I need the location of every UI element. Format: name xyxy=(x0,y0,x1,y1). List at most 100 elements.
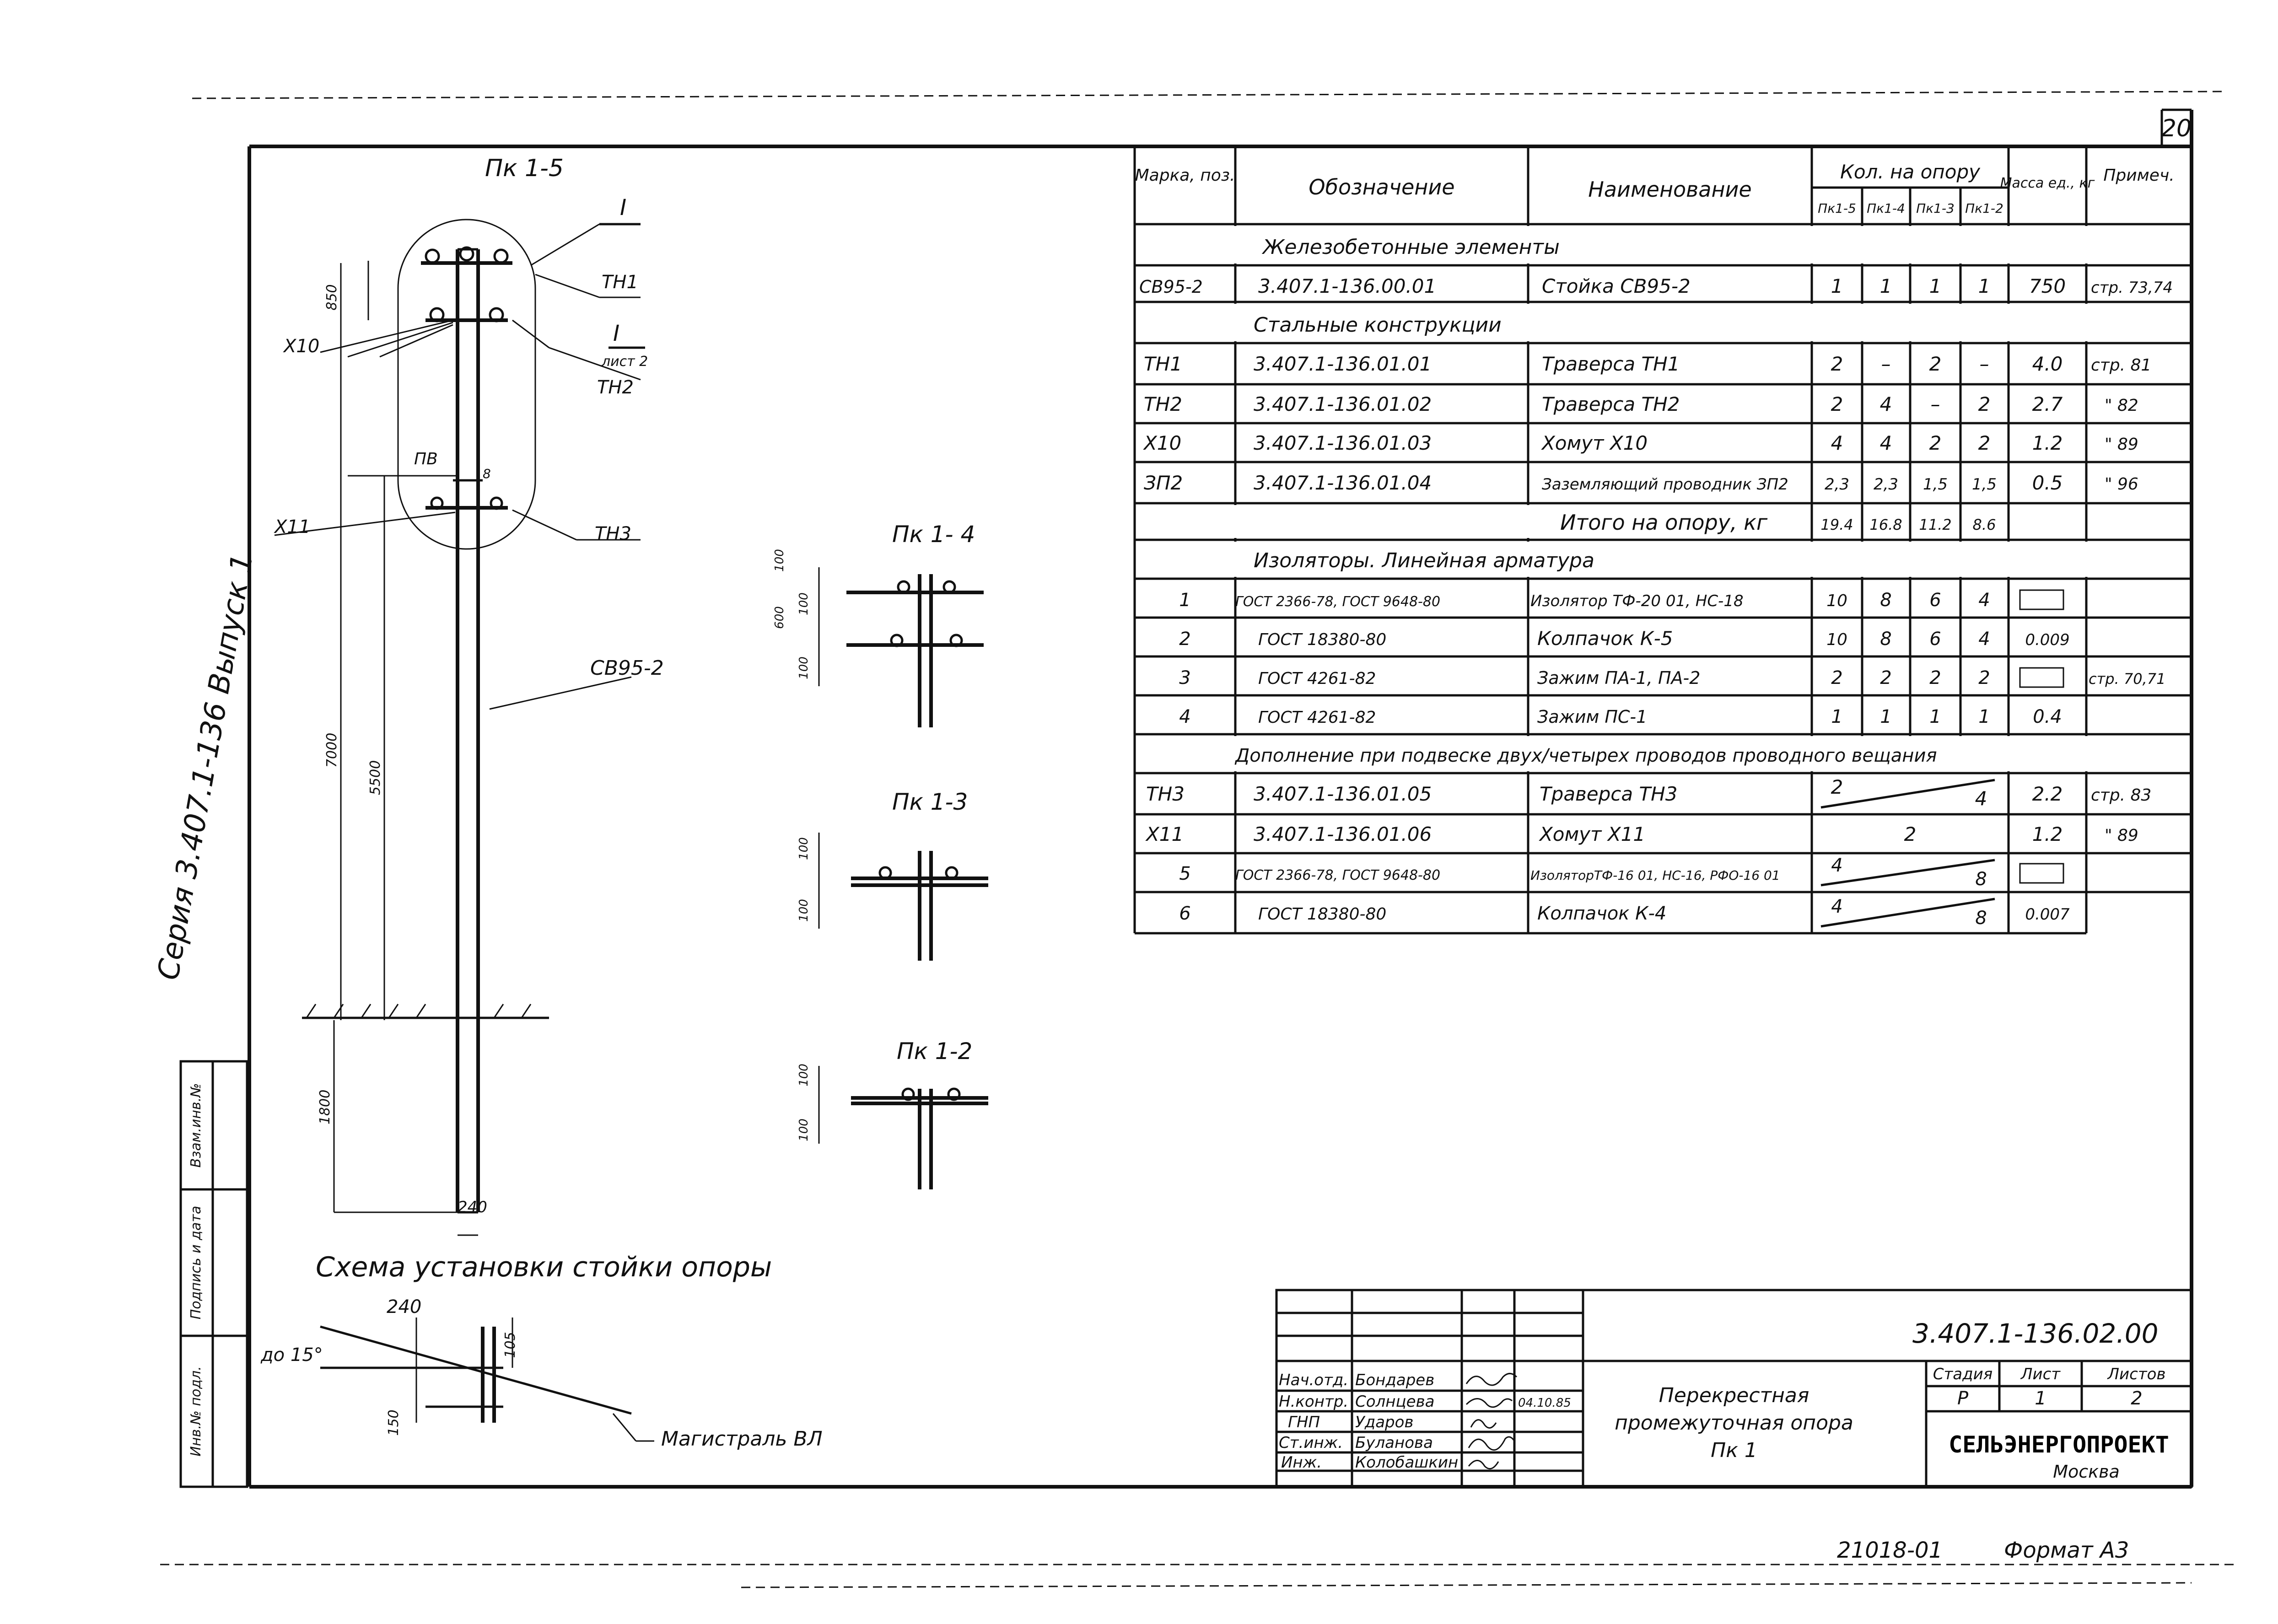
variant-dim: 100 xyxy=(797,899,811,922)
svg-text:Х10: Х10 xyxy=(1143,432,1181,454)
scheme-line-label: Магистраль ВЛ xyxy=(661,1427,823,1451)
svg-text:ТН2: ТН2 xyxy=(1144,393,1182,415)
table-row: Х11 3.407.1-136.01.06 Хомут Х11 2 1.2 " … xyxy=(1145,823,2138,845)
table-row: СВ95-2 3.407.1-136.00.01 Стойка СВ95-2 1… xyxy=(1139,275,2173,297)
svg-text:стр. 70,71: стр. 70,71 xyxy=(2089,670,2166,688)
sheet-label: Лист xyxy=(2020,1365,2061,1383)
section-title: Изоляторы. Линейная арматура xyxy=(1254,549,1594,572)
table-row: 6 ГОСТ 18380-80 Колпачок К-4 4 8 0.007 xyxy=(1179,896,2070,929)
svg-text:3.407.1-136.01.05: 3.407.1-136.01.05 xyxy=(1254,783,1432,805)
th-qty-col: Пк1-5 xyxy=(1818,201,1856,216)
label-pv: ПВ xyxy=(414,450,438,468)
callout-i-top: I xyxy=(620,195,626,220)
svg-text:–: – xyxy=(1881,353,1891,375)
sheets-label: Листов xyxy=(2106,1365,2165,1383)
signature-rows: Нач.отд. Бондарев Н.контр. Солнцева ГНП … xyxy=(1279,1371,1571,1472)
table-row: 4 ГОСТ 4261-82 Зажим ПС-1 1 1 1 1 0.4 xyxy=(1179,706,2062,727)
stage-label: Стадия xyxy=(1933,1365,1993,1383)
stamp-replaced-inv: Взам.инв.№ xyxy=(188,1083,204,1168)
svg-text:2.2: 2.2 xyxy=(2032,783,2063,805)
svg-text:1: 1 xyxy=(1880,706,1891,727)
svg-text:2: 2 xyxy=(1831,776,1843,798)
table-total-row: Итого на опору, кг 19.4 16.8 11.2 8.6 xyxy=(1560,510,1996,535)
svg-text:4: 4 xyxy=(1880,393,1892,415)
table-row: 3 ГОСТ 4261-82 Зажим ПА-1, ПА-2 2 2 2 2 … xyxy=(1179,667,2166,688)
svg-text:ГОСТ 18380-80: ГОСТ 18380-80 xyxy=(1258,630,1386,649)
sheets-value: 2 xyxy=(2131,1388,2142,1409)
svg-text:0.4: 0.4 xyxy=(2033,706,2062,727)
svg-text:6: 6 xyxy=(1929,629,1941,650)
svg-text:2: 2 xyxy=(1179,629,1190,650)
svg-text:4: 4 xyxy=(1831,855,1842,876)
svg-text:10: 10 xyxy=(1826,592,1847,610)
svg-text:Бондарев: Бондарев xyxy=(1355,1371,1434,1389)
svg-text:2: 2 xyxy=(1929,667,1941,688)
svg-text:1: 1 xyxy=(1929,275,1942,297)
scheme-dim-top: 240 xyxy=(387,1296,421,1317)
th-qty-col: Пк1-3 xyxy=(1916,201,1955,216)
series-label: Серия 3.407.1-136 Выпуск 1 xyxy=(151,551,260,983)
variant-dim: 600 xyxy=(773,606,786,629)
crossarm-th3 xyxy=(425,496,508,510)
installation-scheme: Схема установки стойки опоры до 15° 240 … xyxy=(260,1251,823,1451)
svg-text:Ст.инж.: Ст.инж. xyxy=(1279,1434,1343,1452)
svg-text:2: 2 xyxy=(1831,393,1843,415)
svg-text:Буланова: Буланова xyxy=(1355,1434,1433,1452)
svg-text:1: 1 xyxy=(1880,275,1892,297)
svg-text:ГОСТ 2366-78, ГОСТ 9648-80: ГОСТ 2366-78, ГОСТ 9648-80 xyxy=(1235,867,1440,883)
svg-text:2,3: 2,3 xyxy=(1874,475,1898,494)
svg-text:4: 4 xyxy=(1978,590,1990,611)
scheme-title: Схема установки стойки опоры xyxy=(316,1251,772,1283)
svg-text:СВ95-2: СВ95-2 xyxy=(1139,277,1203,297)
dim-240-base: 240 xyxy=(458,1198,487,1216)
svg-text:ТН1: ТН1 xyxy=(1144,353,1182,375)
svg-text:Колпачок К-5: Колпачок К-5 xyxy=(1537,627,1673,650)
table-row: 1 ГОСТ 2366-78, ГОСТ 9648-80 Изолятор ТФ… xyxy=(1179,589,2064,611)
label-cv95: СВ95-2 xyxy=(590,656,664,680)
svg-text:6: 6 xyxy=(1179,903,1190,924)
svg-text:ГОСТ 4261-82: ГОСТ 4261-82 xyxy=(1258,669,1376,688)
svg-text:04.10.85: 04.10.85 xyxy=(1518,1396,1571,1410)
svg-text:2,3: 2,3 xyxy=(1825,475,1849,494)
svg-text:2: 2 xyxy=(1904,823,1917,845)
doc-title-line: Перекрестная xyxy=(1659,1384,1809,1407)
svg-text:" 89: " 89 xyxy=(2105,435,2138,454)
variant-dim: 100 xyxy=(773,549,786,572)
page-number: 20 xyxy=(2161,115,2192,142)
svg-text:Колпачок К-4: Колпачок К-4 xyxy=(1537,903,1666,924)
svg-text:Колобашкин: Колобашкин xyxy=(1355,1453,1458,1472)
label-th3: ТН3 xyxy=(595,523,631,544)
svg-text:Зажим ПС-1: Зажим ПС-1 xyxy=(1537,707,1647,727)
svg-text:4: 4 xyxy=(1880,432,1892,454)
dim-5500: 5500 xyxy=(367,760,383,795)
svg-text:4: 4 xyxy=(1831,896,1842,917)
stamp-original-inv: Инв.№ подл. xyxy=(188,1366,204,1456)
th-mass: Масса ед., кг xyxy=(2000,175,2095,191)
svg-text:3.407.1-136.01.03: 3.407.1-136.01.03 xyxy=(1254,432,1432,454)
svg-text:Хомут Х10: Хомут Х10 xyxy=(1541,432,1648,454)
svg-text:1: 1 xyxy=(1179,590,1190,611)
spec-table: Марка, поз. Обозначение Наименование Кол… xyxy=(1133,146,2193,935)
stage-value: Р xyxy=(1957,1388,1969,1409)
svg-text:16.8: 16.8 xyxy=(1869,516,1902,533)
variant-pk1-2: Пк 1-2 100 100 xyxy=(797,1038,988,1189)
svg-text:2: 2 xyxy=(1929,353,1942,375)
svg-text:стр. 81: стр. 81 xyxy=(2091,356,2151,375)
svg-text:Инж.: Инж. xyxy=(1281,1453,1322,1472)
svg-text:Изолятор ТФ-20 01, НС-18: Изолятор ТФ-20 01, НС-18 xyxy=(1530,592,1744,610)
svg-text:Заземляющий проводник ЗП2: Заземляющий проводник ЗП2 xyxy=(1542,475,1788,494)
sheet-value: 1 xyxy=(2035,1388,2046,1409)
doc-title-line: промежуточная опора xyxy=(1615,1411,1853,1435)
svg-text:стр. 83: стр. 83 xyxy=(2091,786,2151,805)
variant-dim: 100 xyxy=(797,837,811,860)
svg-text:1: 1 xyxy=(1831,275,1843,297)
svg-text:1,5: 1,5 xyxy=(1972,475,1997,494)
stamp-signature-date: Подпись и дата xyxy=(188,1206,204,1320)
svg-text:3: 3 xyxy=(1179,667,1190,688)
svg-text:3.407.1-136.01.04: 3.407.1-136.01.04 xyxy=(1254,472,1432,494)
table-row: ЗП2 3.407.1-136.01.04 Заземляющий провод… xyxy=(1144,472,2138,494)
svg-text:6: 6 xyxy=(1929,590,1941,611)
svg-text:1: 1 xyxy=(1978,706,1990,727)
scheme-dim-left: 150 xyxy=(386,1409,402,1436)
svg-text:Траверса ТН2: Траверса ТН2 xyxy=(1542,393,1680,415)
